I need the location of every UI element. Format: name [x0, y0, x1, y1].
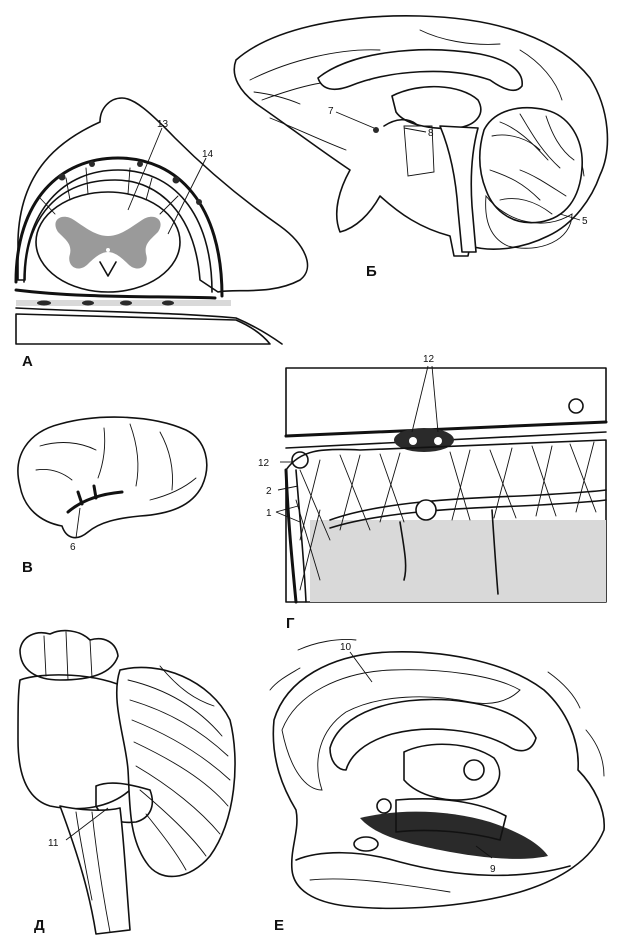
- skull-layer: [285, 367, 607, 437]
- label-11: 11: [48, 838, 59, 849]
- label-13: 13: [157, 119, 169, 130]
- cerebellum: [478, 107, 583, 249]
- cerebellum-lateral: [116, 665, 236, 878]
- label-12-top: 12: [423, 354, 435, 365]
- corpus-callosum: [317, 49, 523, 92]
- thalamus-e: [403, 743, 501, 801]
- label-1: 1: [266, 508, 272, 519]
- epidural-vessels: [58, 161, 202, 205]
- label-10: 10: [340, 642, 352, 653]
- label-8: 8: [428, 128, 434, 139]
- lower-plexus: [360, 811, 548, 859]
- panel-d: 11 Д: [17, 629, 236, 935]
- subarachnoid-space: [285, 439, 607, 603]
- lower-ligament: [14, 288, 217, 300]
- cortical-vessel: [329, 489, 607, 521]
- lateral-sulci: [35, 423, 197, 501]
- mammillary-body: [353, 836, 379, 852]
- dura-inner: [23, 169, 213, 293]
- label-7: 7: [328, 106, 334, 117]
- panel-letter-g: Г: [286, 615, 295, 632]
- label-12-side: 12: [258, 458, 270, 469]
- label-6: 6: [70, 542, 76, 553]
- panel-a: 13 14 А: [14, 97, 309, 370]
- panel-letter-b: Б: [366, 263, 377, 280]
- arachnoid-granulations: [291, 398, 584, 469]
- panel-letter-d: Д: [34, 917, 45, 934]
- temporal-lobe: [295, 851, 571, 877]
- descending-vessel: [491, 509, 499, 595]
- panel-e: 10 9 Е: [269, 639, 605, 934]
- lateral-brain-outline: [17, 416, 208, 539]
- thalamus: [391, 85, 482, 130]
- corpus-callosum-e: [329, 698, 537, 771]
- brain-outline: [233, 15, 609, 257]
- brainstem: [439, 125, 479, 253]
- label-2: 2: [266, 486, 272, 497]
- lower-vessels: [37, 300, 174, 306]
- dura-outer: [14, 156, 224, 298]
- grey-matter: [55, 216, 161, 269]
- midbrain-lobes: [19, 629, 119, 681]
- label-5: 5: [582, 216, 588, 227]
- vertebra-outline: [17, 97, 309, 293]
- panel-v: 6 В: [17, 416, 208, 576]
- panel-b: 7 8 5 Б: [233, 15, 609, 280]
- lateral-sulcus: [66, 490, 124, 514]
- pons: [17, 674, 146, 810]
- surface-vessels: [269, 639, 605, 777]
- panel-g: 12 12 2 1 Г: [258, 354, 608, 632]
- label-14: 14: [202, 149, 214, 160]
- panel-letter-a: А: [22, 353, 33, 370]
- panel-letter-v: В: [22, 559, 33, 576]
- medulla: [59, 805, 131, 935]
- hemisphere-outline: [272, 651, 605, 910]
- label-9: 9: [490, 864, 496, 875]
- panel-letter-e: Е: [274, 917, 284, 934]
- nerve-roots: [39, 167, 179, 215]
